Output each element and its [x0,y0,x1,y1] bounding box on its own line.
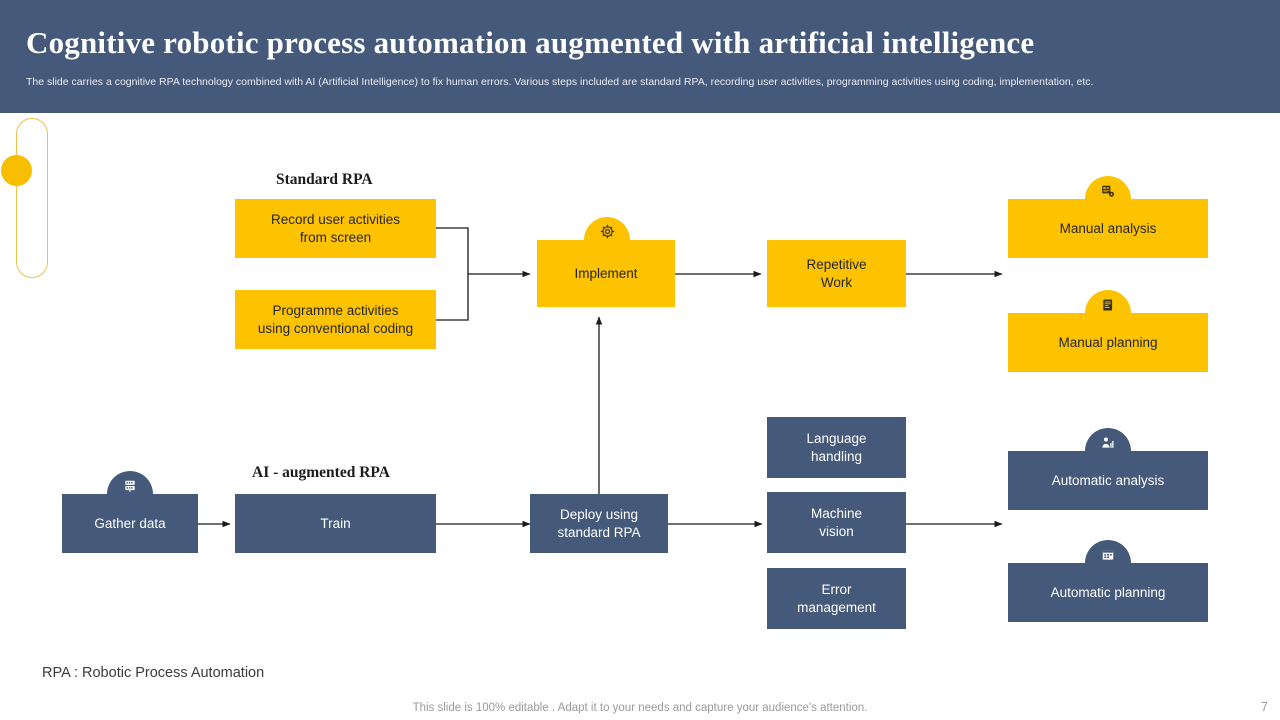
section-label-ai-augmented-rpa: AI - augmented RPA [252,464,390,481]
calendar-plan-icon [1101,548,1115,562]
node-manual-analysis[interactable]: Manual analysis [1008,199,1208,258]
node-record-user-activities[interactable]: Record user activities from screen [235,199,436,258]
node-label: Train [320,515,351,531]
node-label-line2: from screen [299,229,372,245]
node-gather-data[interactable]: Gather data [62,494,198,553]
node-label-line2: standard RPA [557,524,641,540]
node-deploy-using-standard-rpa[interactable]: Deploy using standard RPA [530,494,668,553]
node-implement[interactable]: Implement [537,240,675,307]
node-automatic-planning[interactable]: Automatic planning [1008,563,1208,622]
node-label-line1: Programme activities [272,302,399,318]
page-number: 7 [1261,700,1268,714]
node-language-handling[interactable]: Language handling [767,417,906,478]
yellow-circle-dot [1,155,32,186]
gear-icon [600,224,615,239]
node-manual-planning[interactable]: Manual planning [1008,313,1208,372]
person-analytics-icon-badge [1085,428,1131,451]
node-label-line1: Machine [810,505,863,521]
footnote-abbreviation: RPA : Robotic Process Automation [42,665,265,681]
gear-icon-badge [584,217,630,240]
clipboard-plan-icon-badge [1085,290,1131,313]
node-automatic-analysis[interactable]: Automatic analysis [1008,451,1208,510]
footer-editable-note: This slide is 100% editable . Adapt it t… [412,702,868,714]
page-title: Cognitive robotic process automation aug… [26,25,1035,60]
node-label: Manual planning [1058,334,1158,350]
section-label-standard-rpa: Standard RPA [276,171,373,188]
slide-header: Cognitive robotic process automation aug… [0,0,1280,113]
node-label-line1: Record user activities [270,211,401,227]
node-label-line2: Work [820,274,853,290]
calendar-plan-icon-badge [1085,540,1131,563]
chart-report-icon [1101,184,1115,198]
clipboard-plan-icon [1101,298,1115,312]
rounded-pill-outline [16,118,48,278]
node-machine-vision[interactable]: Machine vision [767,492,906,553]
node-label-line1: Repetitive [806,256,867,272]
chart-report-icon-badge [1085,176,1131,199]
node-repetitive-work[interactable]: Repetitive Work [767,240,906,307]
node-label-line2: handling [810,448,863,464]
database-icon-badge [107,471,153,494]
database-icon [123,479,137,493]
node-label-line2: management [797,599,876,615]
node-label: Manual analysis [1059,220,1157,236]
node-label: Automatic analysis [1051,472,1165,488]
node-error-management[interactable]: Error management [767,568,906,629]
node-label-line2: using conventional coding [257,320,414,336]
person-analytics-icon [1101,436,1115,450]
node-label-line1: Language [806,430,867,446]
node-label: Gather data [94,515,166,531]
page-subtitle: The slide carries a cognitive RPA techno… [26,76,1094,88]
node-programme-activities[interactable]: Programme activities using conventional … [235,290,436,349]
node-label-line1: Deploy using [559,506,639,522]
node-train[interactable]: Train [235,494,436,553]
node-label: Implement [574,265,638,281]
node-label-line2: vision [819,523,854,539]
node-label: Automatic planning [1050,584,1166,600]
node-label-line1: Error [821,581,852,597]
